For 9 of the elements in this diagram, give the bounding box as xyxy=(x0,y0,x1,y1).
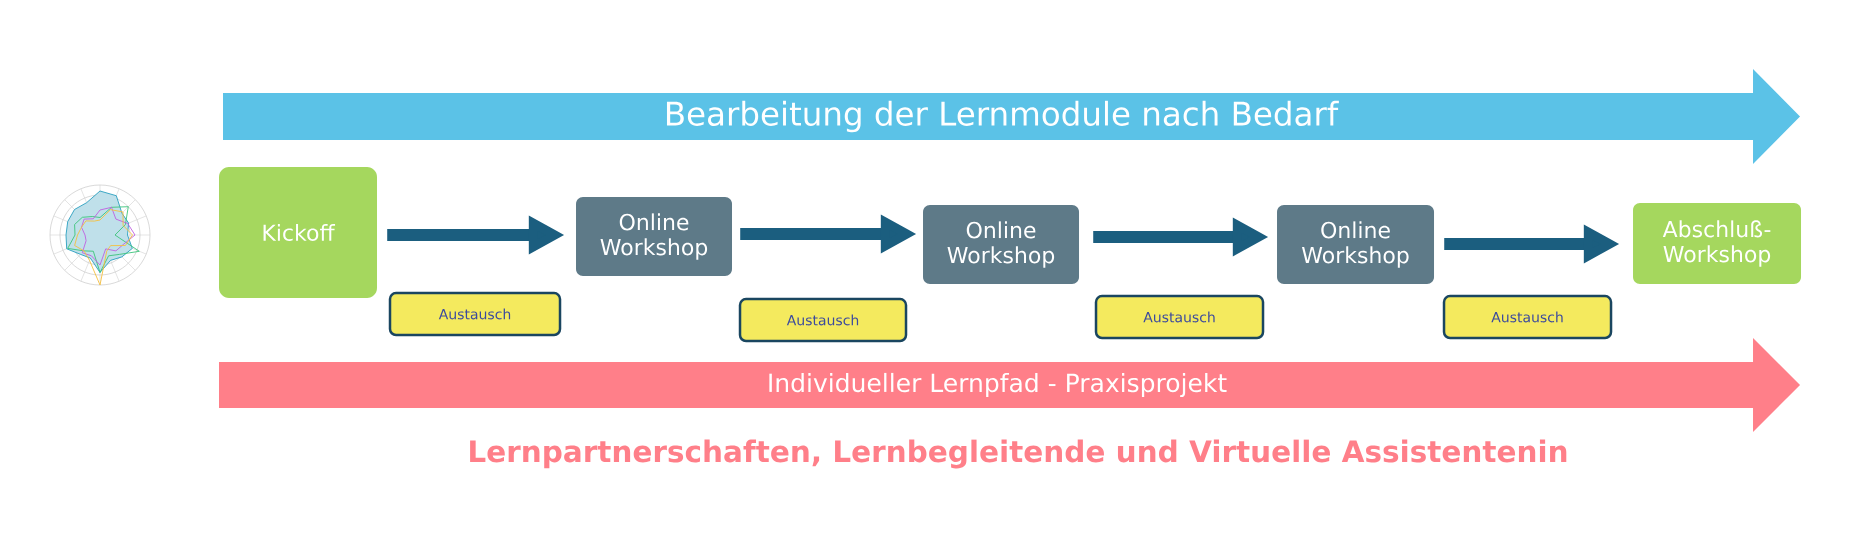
step-box: Online Workshop xyxy=(576,197,732,276)
note-box: Austausch xyxy=(1442,294,1613,340)
note-box: Austausch xyxy=(1094,294,1265,340)
note-box: Austausch xyxy=(388,291,562,337)
step-box: Kickoff xyxy=(219,167,377,298)
note-box: Austausch xyxy=(738,297,908,343)
step-box: Online Workshop xyxy=(923,205,1079,284)
step-box: Abschluß-Workshop xyxy=(1633,203,1801,284)
step-box: Online Workshop xyxy=(1277,205,1434,284)
